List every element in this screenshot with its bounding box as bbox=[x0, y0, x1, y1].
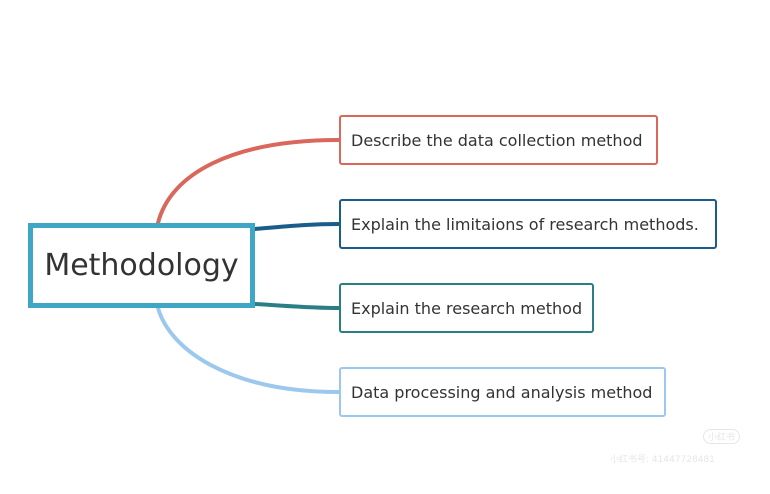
connector-research-method bbox=[253, 302, 341, 310]
connector-data-processing bbox=[156, 306, 341, 394]
branch-node-label: Explain the research method bbox=[351, 298, 583, 318]
branch-node-data-processing[interactable]: Data processing and analysis method bbox=[339, 367, 666, 417]
connector-describe bbox=[156, 138, 341, 225]
root-node-methodology[interactable]: Methodology bbox=[28, 223, 255, 308]
watermark-logo: 小红书 bbox=[703, 429, 741, 444]
connector-limitations bbox=[253, 222, 341, 231]
watermark-id: 小红书号: 41447728481 bbox=[610, 452, 715, 465]
root-node-label: Methodology bbox=[44, 248, 239, 283]
branch-node-limitations[interactable]: Explain the limitaions of research metho… bbox=[339, 199, 717, 249]
watermark-id-text: 小红书号: 41447728481 bbox=[610, 455, 715, 465]
branch-node-research-method[interactable]: Explain the research method bbox=[339, 283, 594, 333]
branch-node-label: Explain the limitaions of research metho… bbox=[351, 214, 699, 234]
branch-node-data-collection[interactable]: Describe the data collection method bbox=[339, 115, 658, 165]
watermark-logo-text: 小红书 bbox=[708, 433, 736, 443]
branch-node-label: Describe the data collection method bbox=[351, 130, 643, 150]
branch-node-label: Data processing and analysis method bbox=[351, 382, 653, 402]
